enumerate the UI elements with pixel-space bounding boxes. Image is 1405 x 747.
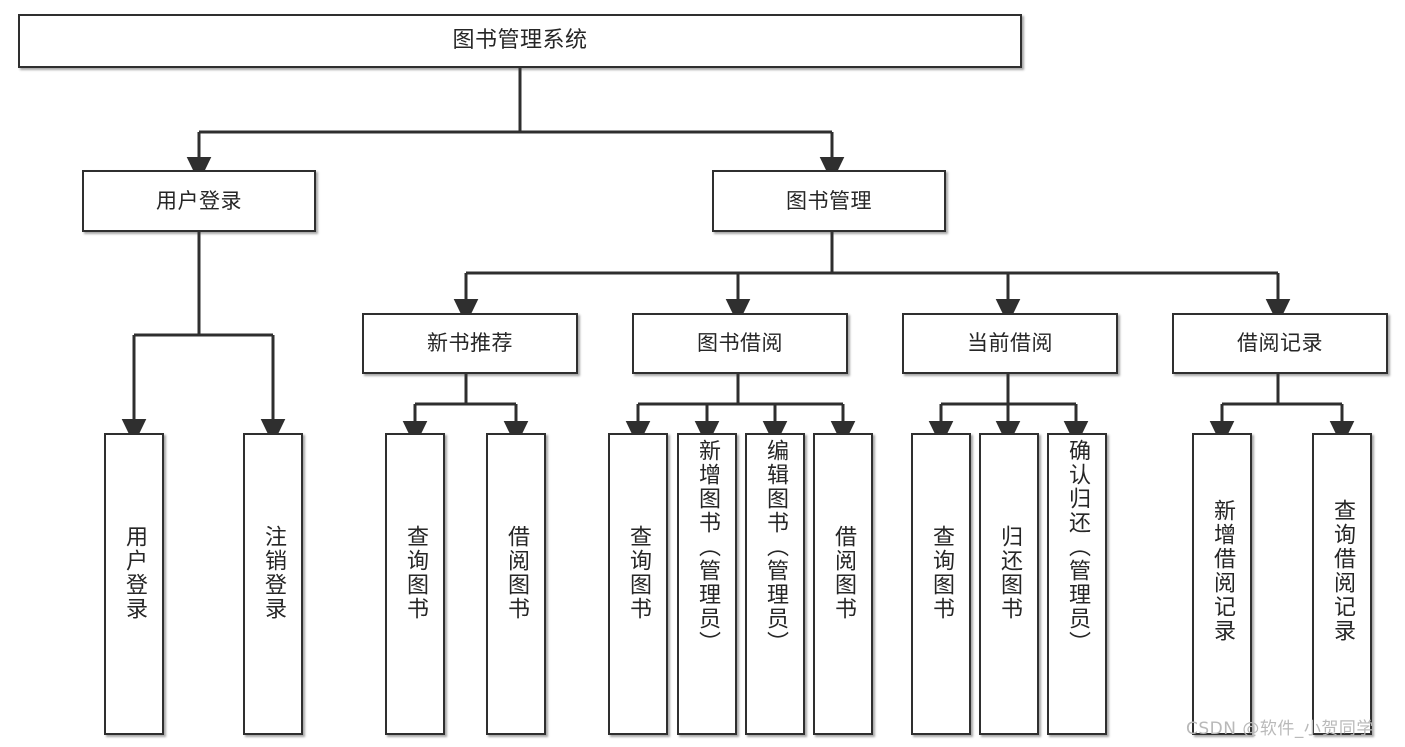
node-book-borrow[interactable]: 图书借阅 xyxy=(632,313,848,374)
node-label: 新书推荐 xyxy=(427,331,513,356)
node-label: 新增借阅记录 xyxy=(1210,499,1235,643)
node-label: 查询借阅记录 xyxy=(1330,499,1355,643)
node-label: 查询图书 xyxy=(929,525,954,621)
leaf-current-confirm-return-admin[interactable]: 确认归还（管理员） xyxy=(1047,433,1107,735)
node-current-borrow[interactable]: 当前借阅 xyxy=(902,313,1118,374)
node-label: 新增图书（管理员） xyxy=(695,439,720,655)
node-label: 借阅图书 xyxy=(504,525,529,621)
node-borrow-record[interactable]: 借阅记录 xyxy=(1172,313,1388,374)
leaf-record-add-record[interactable]: 新增借阅记录 xyxy=(1192,433,1252,735)
node-label: 确认归还（管理员） xyxy=(1065,439,1090,655)
node-new-book-recommend[interactable]: 新书推荐 xyxy=(362,313,578,374)
node-book-management[interactable]: 图书管理 xyxy=(712,170,946,232)
node-label: 用户登录 xyxy=(156,188,242,213)
node-label: 图书管理 xyxy=(786,188,872,213)
node-label: 图书管理系统 xyxy=(452,28,588,54)
node-label: 编辑图书（管理员） xyxy=(763,439,788,655)
leaf-borrow-query-book[interactable]: 查询图书 xyxy=(608,433,668,735)
node-label: 图书借阅 xyxy=(697,331,783,356)
leaf-record-query-record[interactable]: 查询借阅记录 xyxy=(1312,433,1372,735)
leaf-borrow-borrow-book[interactable]: 借阅图书 xyxy=(813,433,873,735)
node-root-system[interactable]: 图书管理系统 xyxy=(18,14,1022,68)
node-label: 查询图书 xyxy=(626,525,651,621)
leaf-user-login-login[interactable]: 用户登录 xyxy=(104,433,164,735)
node-label: 查询图书 xyxy=(403,525,428,621)
node-label: 借阅图书 xyxy=(831,525,856,621)
node-label: 归还图书 xyxy=(997,525,1022,621)
leaf-user-login-logout[interactable]: 注销登录 xyxy=(243,433,303,735)
node-label: 用户登录 xyxy=(122,525,147,621)
watermark-text: CSDN @软件_小贺同学 xyxy=(1186,719,1374,739)
node-label: 当前借阅 xyxy=(967,331,1053,356)
node-label: 注销登录 xyxy=(261,525,286,621)
leaf-current-query-book[interactable]: 查询图书 xyxy=(911,433,971,735)
leaf-borrow-add-book-admin[interactable]: 新增图书（管理员） xyxy=(677,433,737,735)
leaf-recommend-query-book[interactable]: 查询图书 xyxy=(385,433,445,735)
node-user-login[interactable]: 用户登录 xyxy=(82,170,316,232)
node-label: 借阅记录 xyxy=(1237,331,1323,356)
leaf-borrow-edit-book-admin[interactable]: 编辑图书（管理员） xyxy=(745,433,805,735)
leaf-recommend-borrow-book[interactable]: 借阅图书 xyxy=(486,433,546,735)
leaf-current-return-book[interactable]: 归还图书 xyxy=(979,433,1039,735)
